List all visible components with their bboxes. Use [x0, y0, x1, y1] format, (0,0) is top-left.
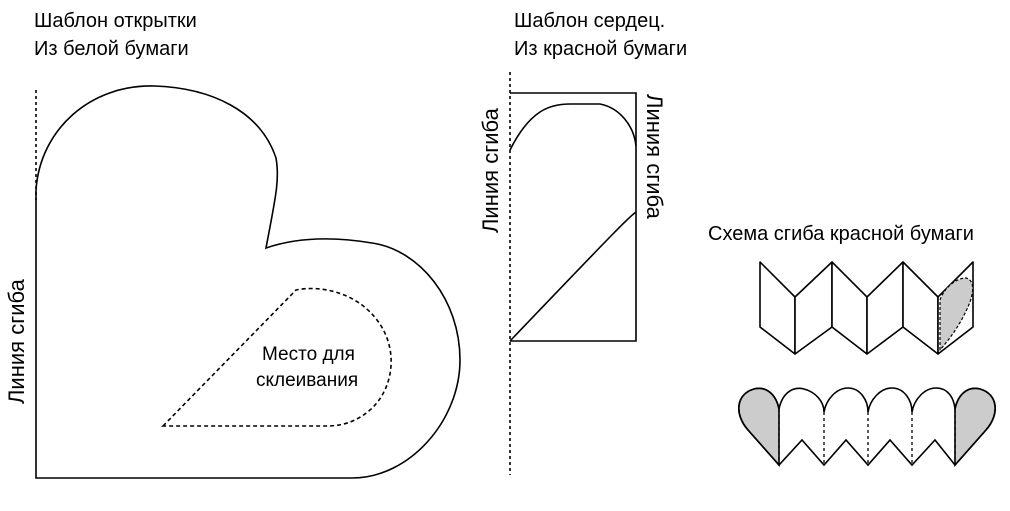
heart-template	[509, 72, 637, 475]
card-template-title-line2: Из белой бумаги	[34, 38, 189, 60]
folded-panel-1	[759, 261, 796, 355]
garland-fold-lines	[778, 409, 956, 465]
fold-scheme-unfolded	[738, 387, 996, 468]
folded-panel-5	[902, 261, 939, 355]
folded-half-heart	[939, 277, 974, 351]
half-heart-outline	[509, 103, 637, 342]
garland-outline	[738, 387, 996, 467]
card-template-title-line1: Шаблон открытки	[34, 10, 197, 32]
card-heart-outline	[35, 85, 461, 479]
glue-area-label-line2: склеивания	[256, 370, 359, 391]
paper-strip-outline	[510, 92, 637, 342]
fold-scheme-folded	[759, 261, 974, 355]
heart-template-title-line1: Шаблон сердец.	[514, 10, 666, 32]
folded-panel-3	[831, 261, 868, 355]
heart-template-title-line2: Из красной бумаги	[514, 38, 688, 60]
card-template	[35, 85, 461, 479]
glue-area-label-line1: Место для	[262, 344, 355, 365]
glue-area-outline	[161, 287, 392, 427]
folded-panel-4	[866, 261, 904, 355]
fold-scheme-title: Схема сгиба красной бумаги	[708, 223, 974, 245]
folded-panel-2	[794, 261, 833, 355]
